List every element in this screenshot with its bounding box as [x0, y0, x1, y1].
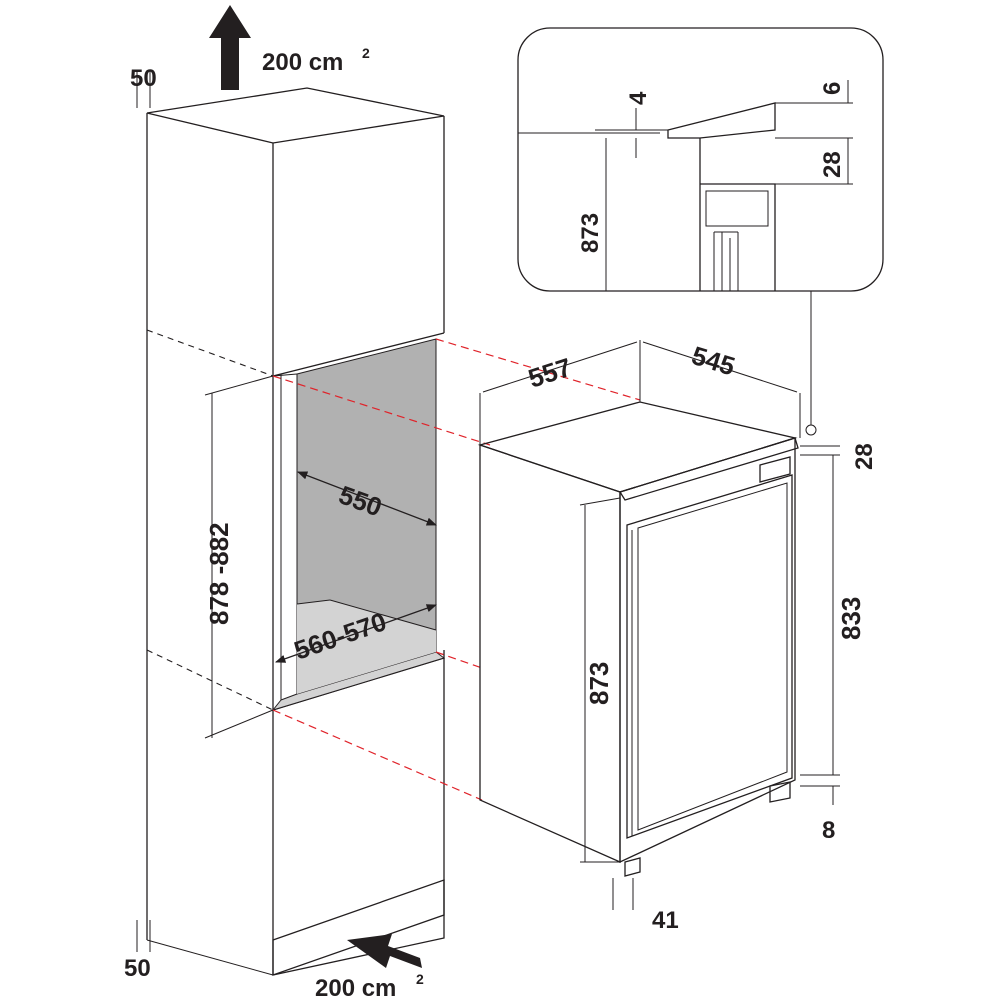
labels: 200 cm 2 200 cm 2 50 50 878 -882 550 560…: [124, 45, 878, 1000]
detail-4-label: 4: [625, 91, 652, 105]
detail-height-label: 873: [577, 213, 604, 253]
niche-floor: [271, 651, 446, 711]
niche-height-label: 878 -882: [204, 522, 234, 625]
appliance-bottom-label: 8: [822, 817, 835, 844]
appliance-height-left-label: 873: [584, 662, 614, 705]
appliance-height-right-label: 833: [836, 597, 866, 640]
appliance-top-gap-label: 28: [851, 443, 878, 470]
detail-view: [517, 27, 884, 292]
alignment-lines: [272, 338, 641, 801]
vent-top-label: 200 cm: [262, 49, 343, 76]
cabinet: [136, 72, 446, 976]
vent-arrow-top: [209, 5, 251, 90]
detail-28-label: 28: [819, 151, 846, 178]
appliance-depth-label: 545: [688, 340, 738, 381]
vent-arrow-bottom: [347, 934, 422, 968]
vent-top-exponent: 2: [362, 45, 370, 61]
gap-bottom-label: 50: [124, 955, 151, 982]
appliance-width-label: 557: [525, 352, 576, 394]
vent-bottom-exponent: 2: [416, 971, 424, 987]
appliance-foot-label: 41: [652, 907, 679, 934]
gap-top-label: 50: [130, 65, 157, 92]
vent-bottom-label: 200 cm: [315, 975, 396, 1000]
detail-6-label: 6: [819, 82, 846, 95]
appliance: [477, 291, 840, 910]
